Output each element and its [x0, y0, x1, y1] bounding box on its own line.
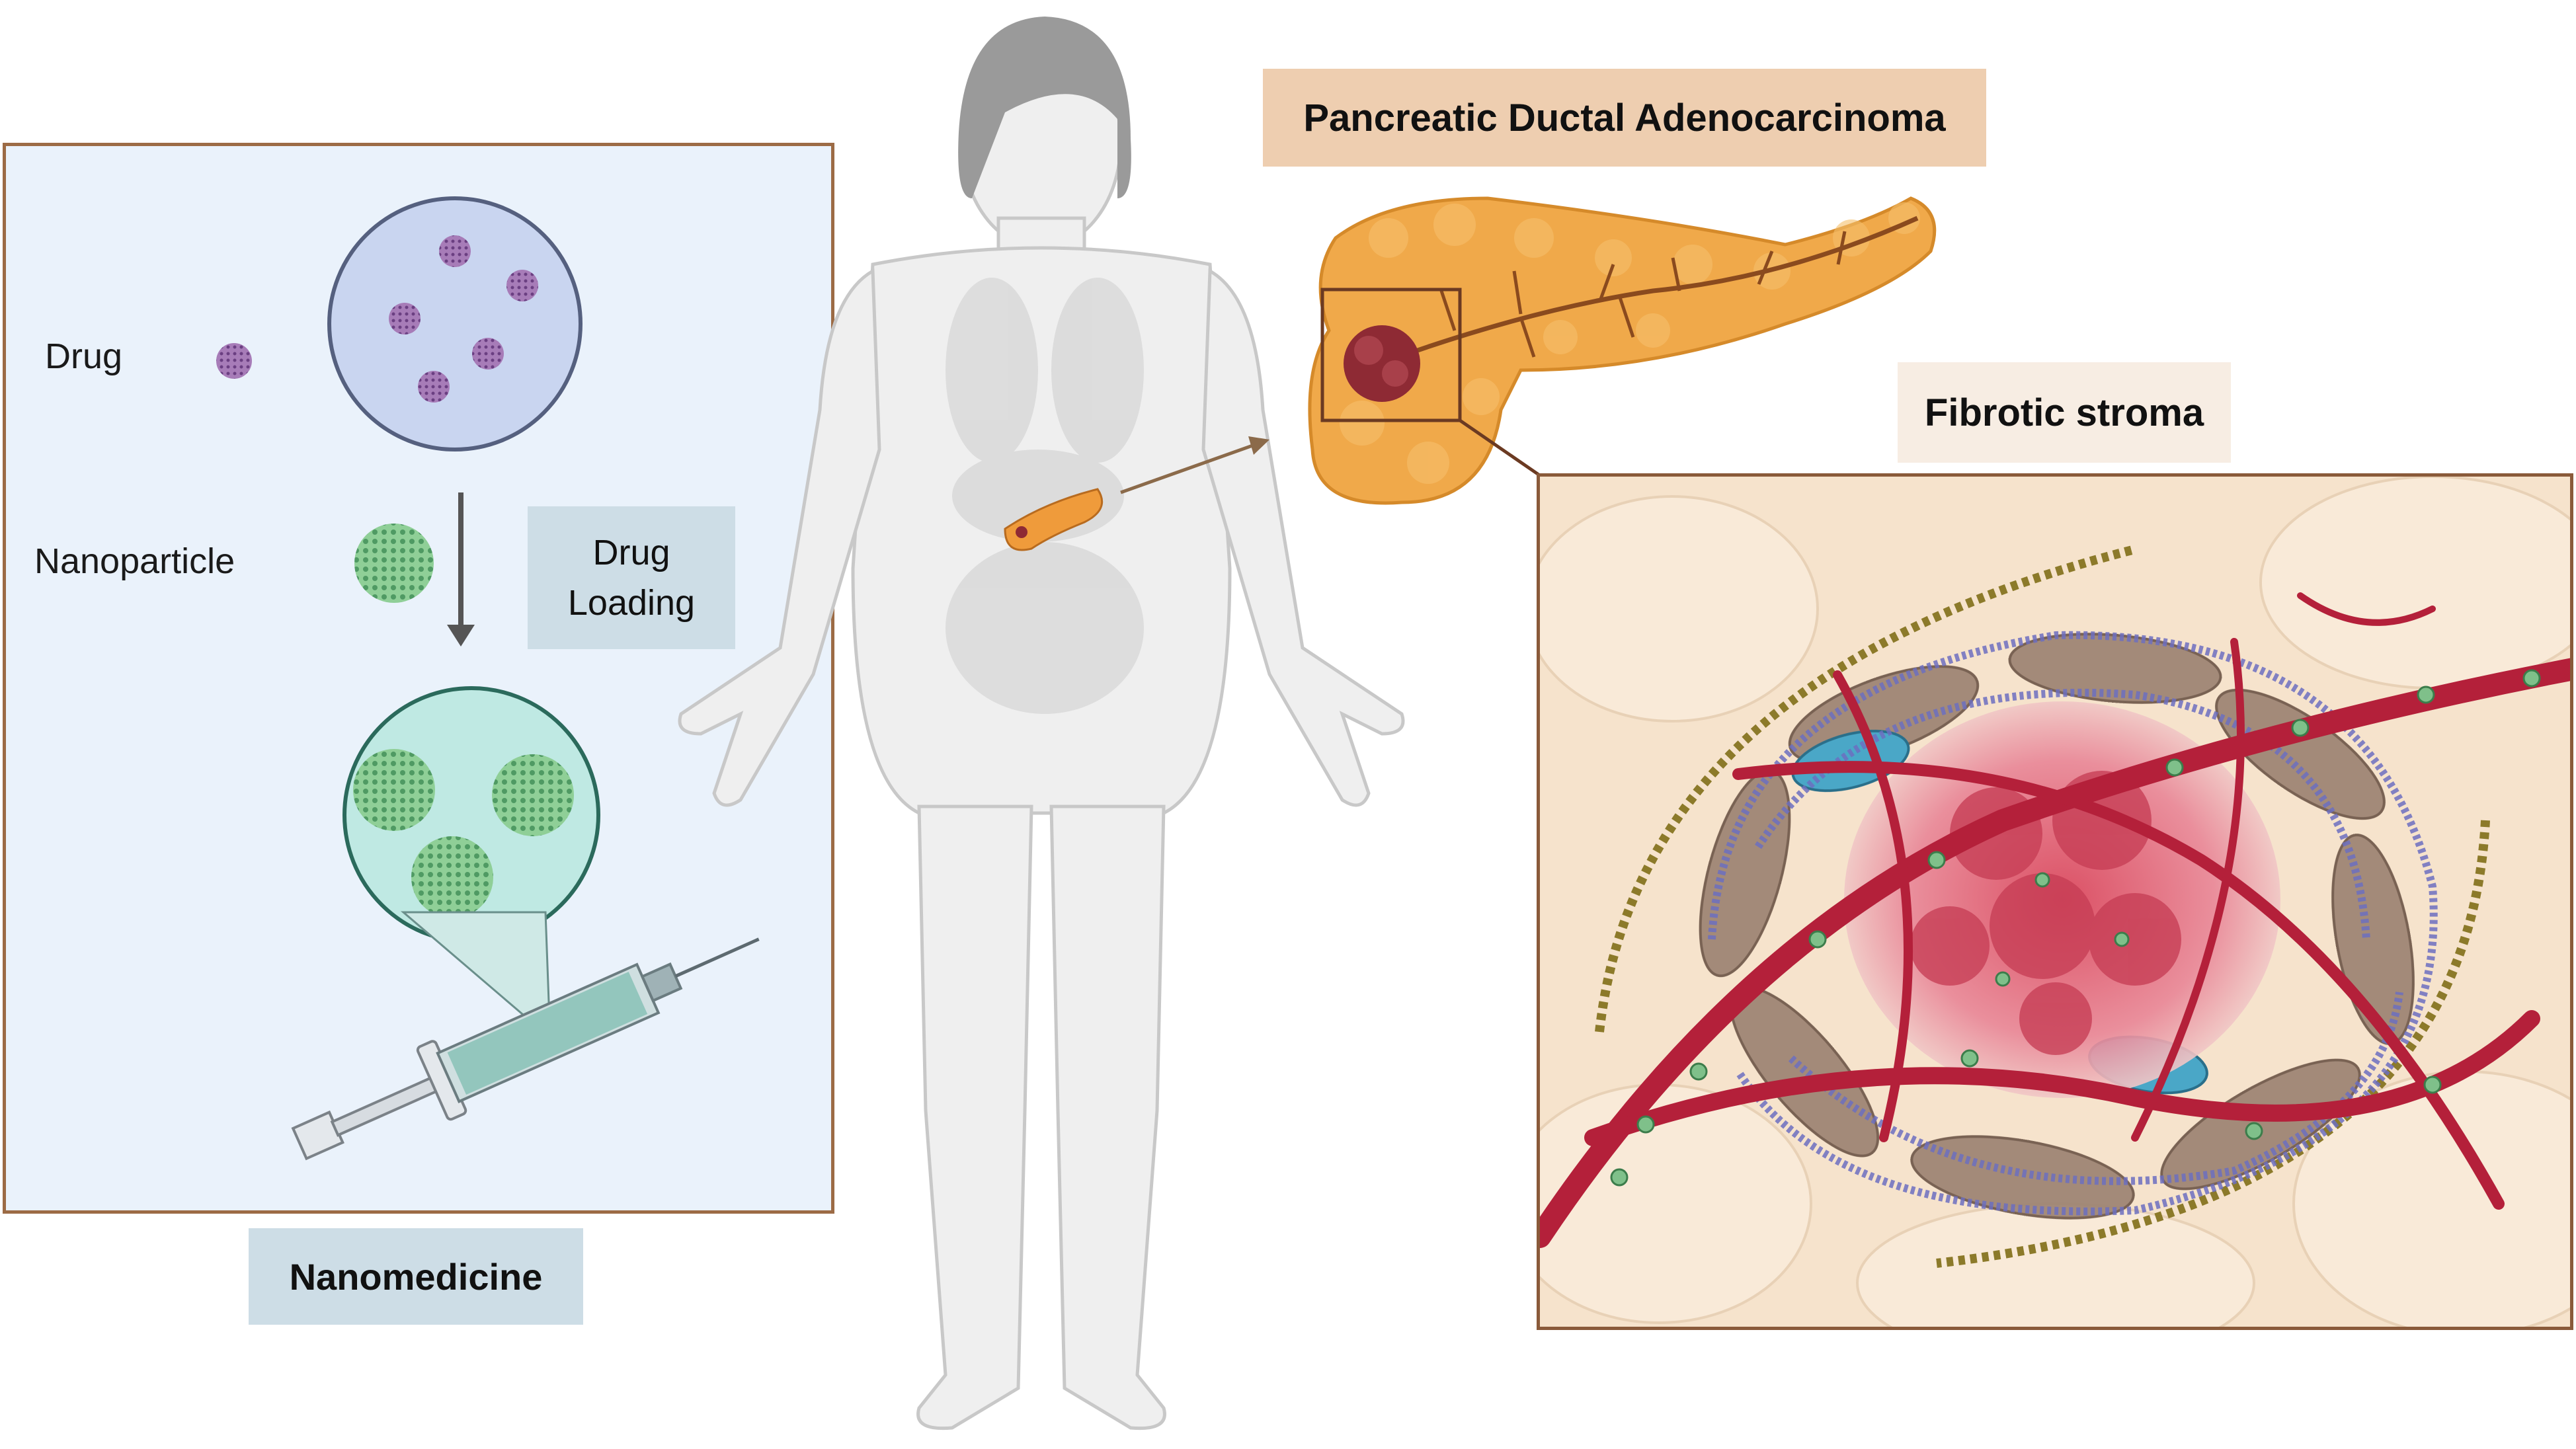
pdac-title: Pancreatic Ductal Adenocarcinoma	[1263, 69, 1986, 167]
nanoparticle-icon	[354, 524, 434, 603]
drug-molecule	[506, 270, 538, 301]
tumor-cells	[1910, 771, 2181, 1055]
nanomedicine-caption: Nanomedicine	[249, 1228, 583, 1325]
stroma-illustration	[1540, 477, 2570, 1327]
drug-label: Drug	[45, 336, 123, 376]
drug-molecule	[389, 303, 421, 334]
stroma-panel	[1537, 473, 2573, 1330]
nanoparticle-dots	[1610, 669, 2541, 1187]
hair-icon	[958, 17, 1131, 198]
syringe-icon	[291, 937, 760, 1161]
loaded-nanoparticle	[411, 836, 493, 918]
nanoparticle-label: Nanoparticle	[34, 541, 235, 581]
drug-molecule	[418, 371, 450, 403]
blood-vessels	[1540, 592, 2570, 1248]
drug-icon	[216, 343, 252, 379]
pancreas-organ	[1308, 196, 1937, 505]
drug-molecule	[439, 235, 471, 267]
loading-arrow-head	[447, 625, 475, 646]
loaded-nanoparticle	[353, 749, 435, 831]
pointer-arrow	[1120, 442, 1257, 494]
zoom-connector	[1459, 418, 1542, 478]
drug-loading-line2: Loading	[567, 583, 696, 623]
body-pancreas-icon	[1004, 488, 1104, 551]
callout-pointer	[400, 911, 551, 1040]
drug-loading-line1: Drug	[592, 533, 670, 572]
fibroblast-cells	[1699, 633, 2415, 1220]
stroma-boundary-arc	[1936, 820, 2490, 1268]
zoom-box	[1320, 288, 1462, 422]
tumor-icon	[1344, 325, 1420, 402]
pointer-arrow-head	[1248, 436, 1269, 455]
drug-loading-tag: Drug Loading	[528, 506, 735, 649]
drug-molecule	[472, 338, 504, 370]
loaded-nanoparticle	[492, 754, 574, 836]
stroma-title: Fibrotic stroma	[1898, 362, 2231, 463]
collagen-fibers	[1708, 631, 2438, 1216]
drug-reservoir-circle	[327, 196, 583, 451]
